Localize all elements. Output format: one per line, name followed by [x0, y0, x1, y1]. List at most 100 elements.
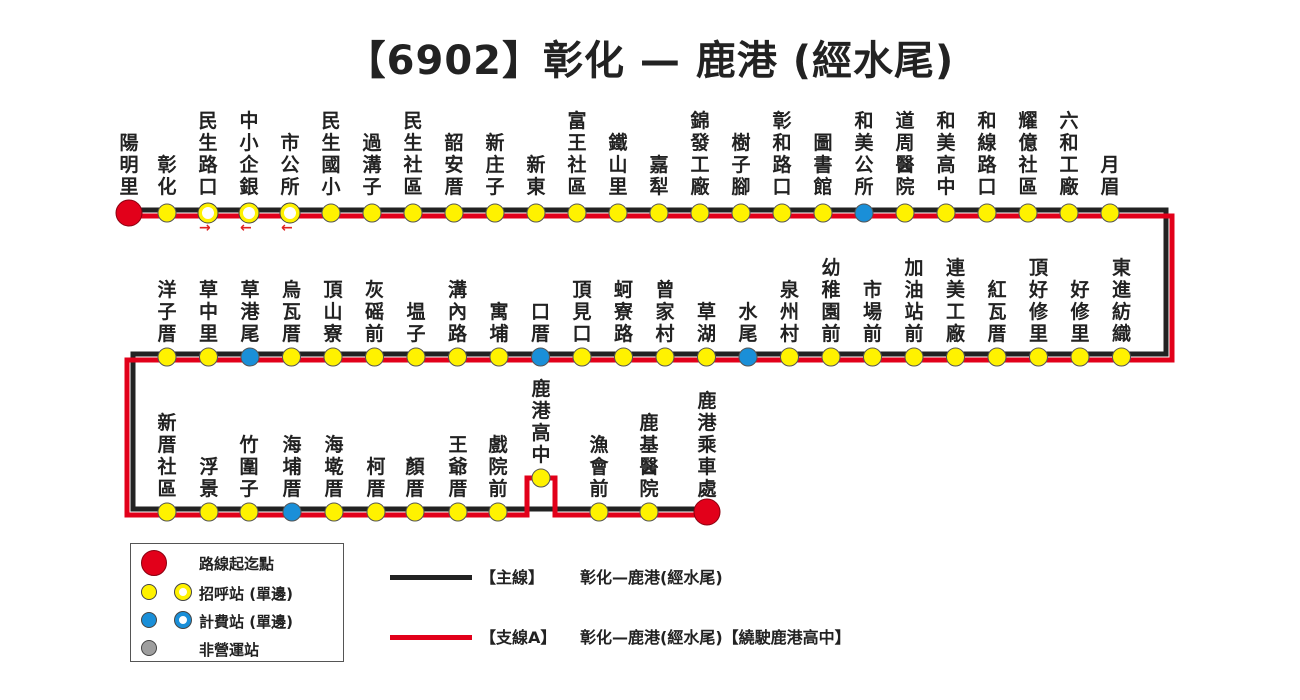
legend-hail-row: 招呼站 (單邊) [131, 580, 343, 606]
stop-marker-漁會前[interactable] [589, 502, 609, 522]
stop-marker-寓埔[interactable] [489, 347, 509, 367]
stop-marker-錦發工廠[interactable] [690, 203, 710, 223]
stop-label: 紅瓦厝 [987, 279, 1007, 345]
stop-marker-頂見口[interactable] [572, 347, 592, 367]
stop-marker-彰化[interactable] [157, 203, 177, 223]
stop-marker-口厝[interactable] [531, 347, 550, 367]
stop-label: 幼稚園前 [821, 257, 841, 345]
stop-label: 鹿港乘車處 [697, 390, 717, 500]
stop-marker-頂好修里[interactable] [1029, 347, 1048, 367]
stop-marker-圖書館[interactable] [813, 203, 833, 223]
stop-marker-洋子厝[interactable] [157, 347, 177, 367]
stop-marker-過溝子[interactable] [362, 203, 382, 223]
branch-line-legend: 【支線A】 彰化—鹿港(經水尾)【繞駛鹿港高中】 [390, 621, 990, 651]
stop-marker-加油站前[interactable] [904, 347, 924, 367]
stop-marker-戲院前[interactable] [488, 502, 508, 522]
stop-label: 圖書館 [813, 132, 833, 198]
branch-line-name: 【支線A】 [480, 628, 557, 647]
stop-label: 頂山寮 [323, 279, 343, 345]
stop-marker-陽明里[interactable] [115, 199, 143, 227]
stop-marker-鹿基醫院[interactable] [639, 502, 659, 522]
stop-marker-泉州村[interactable] [780, 347, 799, 367]
stop-marker-浮景[interactable] [199, 502, 219, 522]
stop-ring-outline [279, 202, 301, 224]
stop-marker-樹子腳[interactable] [731, 203, 751, 223]
stop-marker-幼稚園前[interactable] [821, 347, 841, 367]
stop-marker-竹圍子[interactable] [239, 502, 259, 522]
terminal-dot-icon [141, 550, 167, 576]
legend-hail-label: 招呼站 (單邊) [199, 585, 293, 603]
stop-label: 好修里 [1070, 279, 1090, 345]
stop-label: 泉州村 [779, 279, 799, 345]
stop-label: 戲院前 [488, 434, 508, 500]
stop-marker-頂山寮[interactable] [323, 347, 343, 367]
stop-marker-和美公所[interactable] [854, 203, 874, 223]
stop-marker-草港尾[interactable] [240, 347, 260, 367]
stop-marker-民生路口[interactable] [198, 203, 218, 223]
stop-label: 連美工廠 [945, 257, 965, 345]
stop-marker-嘉犁[interactable] [649, 203, 669, 223]
stop-label: 鹿港高中 [531, 378, 551, 466]
stop-marker-鹿港高中[interactable] [531, 468, 551, 488]
stop-marker-市公所[interactable] [280, 203, 300, 223]
stop-marker-市場前[interactable] [863, 347, 882, 367]
stop-marker-六和工廠[interactable] [1059, 203, 1079, 223]
stop-label: 口厝 [530, 301, 550, 345]
stop-label: 草中里 [198, 279, 218, 345]
stop-marker-月眉[interactable] [1100, 203, 1120, 223]
stop-marker-草中里[interactable] [199, 347, 218, 367]
stop-marker-韶安厝[interactable] [444, 203, 464, 223]
stop-label: 竹圍子 [239, 434, 259, 500]
stop-marker-道周醫院[interactable] [895, 203, 915, 223]
stop-marker-蚵寮路[interactable] [614, 347, 633, 367]
stop-marker-烏瓦厝[interactable] [282, 347, 301, 367]
stop-label: 溝內路 [447, 279, 467, 345]
stop-label: 民生路口 [198, 110, 218, 198]
stop-label: 鐵山里 [608, 132, 628, 198]
stop-label: 民生國小 [321, 110, 341, 198]
stop-marker-新厝社區[interactable] [157, 502, 177, 522]
stop-marker-新庄子[interactable] [485, 203, 505, 223]
stop-marker-海埔厝[interactable] [282, 502, 302, 522]
stop-marker-鹿港乘車處[interactable] [693, 498, 721, 526]
stop-marker-連美工廠[interactable] [946, 347, 965, 367]
stop-marker-灰磘前[interactable] [365, 347, 384, 367]
stop-marker-柯厝[interactable] [366, 502, 386, 522]
non-operating-dot-icon [141, 640, 157, 656]
stop-marker-王爺厝[interactable] [448, 502, 468, 522]
stop-label: 富王社區 [567, 110, 587, 198]
stop-marker-東進紡織[interactable] [1112, 347, 1131, 367]
stop-marker-新東[interactable] [526, 203, 546, 223]
branch-line-swatch [390, 635, 472, 640]
stop-marker-海墘厝[interactable] [324, 502, 344, 522]
stop-marker-紅瓦厝[interactable] [987, 347, 1007, 367]
stop-marker-民生國小[interactable] [321, 203, 341, 223]
stop-marker-好修里[interactable] [1070, 347, 1090, 367]
stop-marker-中小企銀[interactable] [239, 203, 259, 223]
main-line-swatch [390, 575, 472, 580]
stop-marker-彰和路口[interactable] [772, 203, 792, 223]
stop-label: 樹子腳 [731, 132, 751, 198]
stop-marker-塭子[interactable] [406, 347, 426, 367]
stop-label: 寓埔 [489, 301, 509, 345]
stop-marker-富王社區[interactable] [567, 203, 587, 223]
fare-stop-ring-icon [175, 612, 191, 628]
stop-marker-溝內路[interactable] [448, 347, 467, 367]
stop-marker-和線路口[interactable] [977, 203, 997, 223]
stop-marker-水尾[interactable] [738, 347, 758, 367]
fare-stop-dot-icon [141, 612, 157, 628]
stop-label: 蚵寮路 [613, 279, 633, 345]
stop-ring-outline [238, 202, 260, 224]
stop-label: 月眉 [1100, 154, 1120, 198]
stop-label: 錦發工廠 [690, 110, 710, 198]
hail-stop-ring-icon [175, 584, 191, 600]
stop-marker-民生社區[interactable] [403, 203, 423, 223]
stop-marker-草湖[interactable] [697, 347, 716, 367]
stop-marker-鐵山里[interactable] [608, 203, 628, 223]
stop-marker-曾家村[interactable] [655, 347, 675, 367]
stop-marker-和美高中[interactable] [936, 203, 956, 223]
stop-marker-耀億社區[interactable] [1018, 203, 1038, 223]
stop-marker-顏厝[interactable] [405, 502, 425, 522]
legend-fare-label: 計費站 (單邊) [199, 613, 293, 631]
stop-type-legend: 路線起迄點 招呼站 (單邊) 計費站 (單邊) 非營運站 [130, 543, 344, 662]
